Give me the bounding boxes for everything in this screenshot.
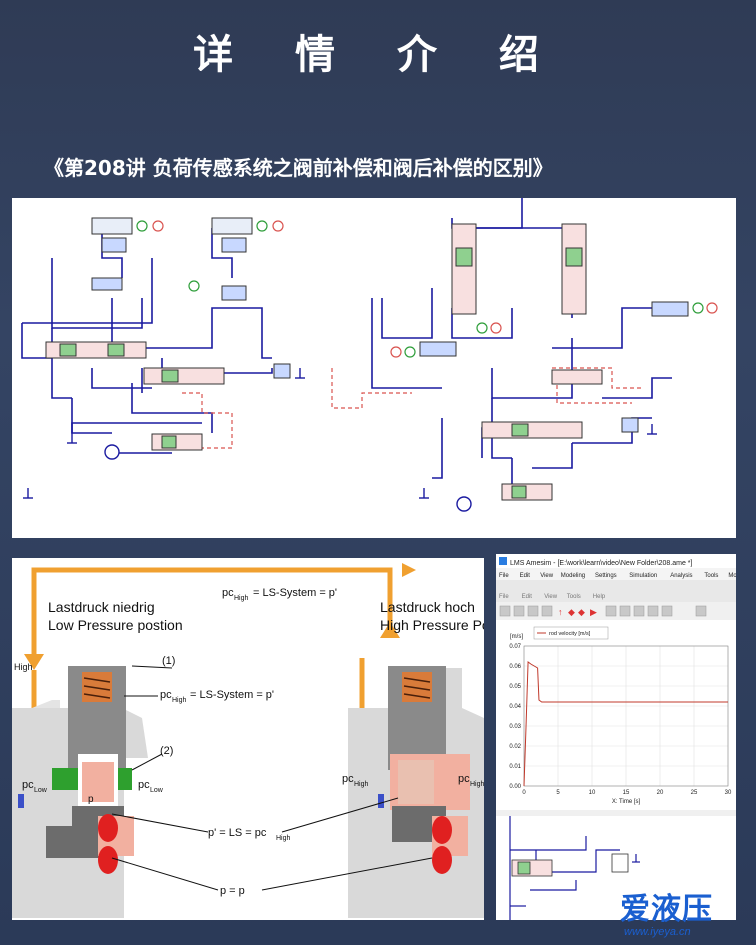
lesson-title: 《第208讲 负荷传感系统之阀前补偿和阀后补偿的区别》	[44, 156, 553, 180]
sub-menu-item[interactable]: Tools	[567, 594, 581, 600]
y-unit-label: [m/s]	[510, 634, 523, 640]
menu-item[interactable]: Settings	[595, 573, 617, 579]
series-line	[523, 661, 728, 787]
svg-text:◆: ◆	[578, 607, 585, 617]
toolbar-button[interactable]	[647, 605, 659, 617]
rod-velocity-chart: [m/s] 0.00 0.01 0.02 0.03 0.04 0.05 0.06 0.07 0 5 1…	[509, 626, 732, 805]
x-tick-label: 15	[623, 790, 630, 796]
plot-frame	[523, 645, 729, 787]
svg-text:◆: ◆	[568, 607, 575, 617]
y-tick-label: 0.04	[509, 704, 521, 710]
legend-label: rod velocity [m/s]	[549, 631, 591, 637]
x-tick-label: 10	[589, 790, 596, 796]
menu-item[interactable]: Tools	[704, 573, 718, 579]
y-tick-label: 0.05	[509, 684, 521, 690]
svg-text:Low: Low	[150, 787, 164, 794]
toolbar-button[interactable]	[695, 605, 707, 617]
brand-watermark: 爱液压 www.iyeya.cn	[612, 884, 752, 942]
toolbar-button[interactable]	[527, 605, 539, 617]
left-title-de: Lastdruck niedrig	[48, 599, 155, 615]
toolbar-button[interactable]	[661, 605, 673, 617]
svg-text:High: High	[276, 835, 291, 842]
label-high-right-b: High	[470, 781, 484, 788]
svg-text:High: High	[172, 697, 187, 704]
x-tick-label: 0	[522, 790, 526, 796]
label-p-left: p	[88, 794, 94, 805]
svg-text:pc: pc	[342, 773, 354, 785]
y-tick-label: 0.02	[509, 744, 521, 750]
hydraulic-schematic	[12, 198, 736, 538]
x-tick-label: 20	[657, 790, 664, 796]
valve-cross-section: pc High = LS-System = p' Lastdruck niedr…	[12, 558, 484, 920]
x-tick-label: 30	[725, 790, 732, 796]
menu-item[interactable]: Modeling	[561, 573, 585, 579]
sub-menu-item[interactable]: Edit	[522, 594, 533, 600]
svg-text:↑: ↑	[558, 607, 563, 617]
label-high-left: High	[14, 662, 33, 672]
x-axis-label: X: Time [s]	[612, 799, 641, 805]
menu-item[interactable]: Mo	[728, 573, 736, 579]
label-pc-high-left: = LS-System = p'	[190, 689, 274, 701]
label-2-left: (2)	[160, 745, 173, 757]
brand-logo-text: 爱液压	[620, 892, 713, 927]
label-1-left: (1)	[162, 655, 175, 667]
amesim-window: LMS Amesim - [E:\work\learn\video\New Fo…	[496, 554, 736, 920]
right-title-de: Lastdruck hoch	[380, 599, 475, 615]
toolbar-button[interactable]	[541, 605, 553, 617]
svg-text:pc: pc	[458, 773, 470, 785]
menu-item[interactable]: Analysis	[670, 573, 692, 579]
y-tick-label: 0.06	[509, 664, 521, 670]
menu-item[interactable]: Edit	[520, 573, 531, 579]
right-title-en: High Pressure Po	[380, 617, 484, 633]
x-tick-label: 5	[556, 790, 560, 796]
legend-box	[533, 626, 609, 640]
y-tick-label: 0.07	[509, 644, 521, 650]
sub-menu-item[interactable]: File	[499, 594, 509, 600]
label-p-prime-eq: p' = LS = pc	[208, 827, 267, 839]
amesim-drawing: LMS Amesim - [E:\work\learn\video\New Fo…	[496, 554, 736, 920]
y-tick-label: 0.03	[509, 724, 521, 730]
label-p-eq: p = p	[220, 885, 245, 897]
toolbar-button[interactable]	[499, 605, 511, 617]
schematic-drawing	[21, 198, 718, 512]
y-tick-label: 0.00	[509, 784, 521, 790]
sub-menu-item[interactable]: Help	[593, 594, 606, 600]
left-title-en: Low Pressure postion	[48, 617, 183, 633]
valve-drawing: pc High = LS-System = p' Lastdruck niedr…	[12, 563, 484, 918]
toolbar-button[interactable]	[619, 605, 631, 617]
menu-item[interactable]: File	[499, 573, 509, 579]
toolbar-button[interactable]	[633, 605, 645, 617]
svg-text:pc: pc	[138, 779, 150, 791]
menu-item[interactable]: View	[540, 573, 554, 579]
brand-url: www.iyeya.cn	[624, 926, 691, 938]
toolbar-button[interactable]	[605, 605, 617, 617]
svg-text:High: High	[234, 595, 249, 602]
y-tick-label: 0.01	[509, 764, 521, 770]
x-tick-label: 25	[691, 790, 698, 796]
sub-menu-item[interactable]: View	[544, 594, 558, 600]
menu-item[interactable]: Simulation	[629, 573, 657, 579]
svg-text:▶: ▶	[590, 607, 597, 617]
page-title: 详 情 介 绍	[193, 32, 563, 78]
top-formula: = LS-System = p'	[253, 587, 337, 599]
top-formula-pc: pc	[222, 587, 234, 599]
svg-text:pc: pc	[160, 689, 172, 701]
toolbar-button[interactable]	[513, 605, 525, 617]
label-high-right-a: High	[354, 781, 369, 788]
svg-text:pc: pc	[22, 779, 34, 791]
label-low-left: Low	[34, 787, 48, 794]
window-title: LMS Amesim - [E:\work\learn\video\New Fo…	[510, 560, 693, 567]
